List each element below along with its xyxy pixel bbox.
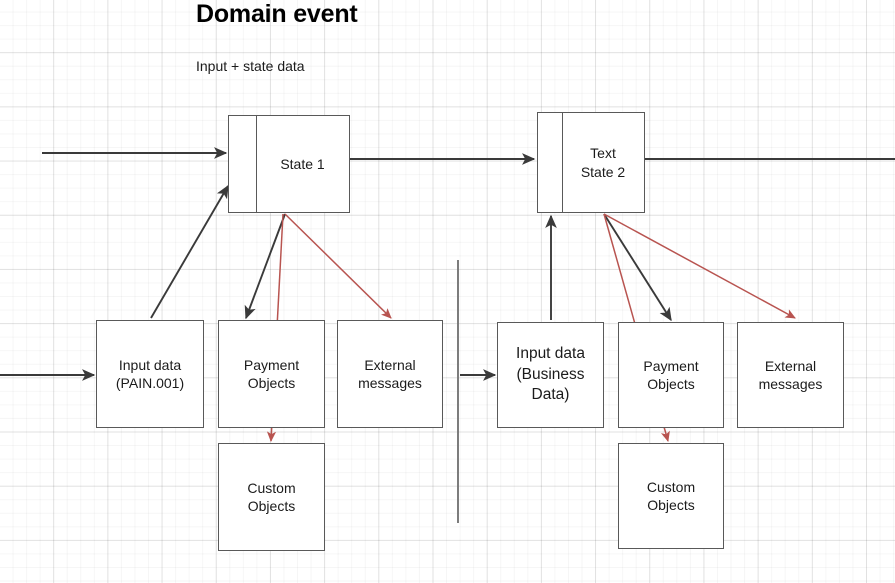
- subtitle-label: Input + state data: [196, 58, 305, 74]
- left-external-messages-label: External messages: [358, 356, 422, 391]
- left-external-messages-box[interactable]: External messages: [337, 320, 443, 428]
- left-payment-objects-box[interactable]: Payment Objects: [218, 320, 325, 428]
- right-custom-objects-box[interactable]: Custom Objects: [618, 443, 724, 549]
- left-custom-objects-label: Custom Objects: [247, 479, 296, 514]
- left-payment-objects-label: Payment Objects: [243, 356, 300, 391]
- page-title: Domain event: [196, 0, 358, 28]
- right-custom-objects-label: Custom Objects: [646, 478, 696, 513]
- state-1-box[interactable]: State 1: [228, 115, 350, 213]
- right-input-data-label: Input data (Business Data): [516, 345, 585, 404]
- left-input-data-label: Input data (PAIN.001): [115, 356, 185, 391]
- state-1-divider: [256, 116, 257, 212]
- right-input-data-box[interactable]: Input data (Business Data): [497, 322, 604, 428]
- right-external-messages-box[interactable]: External messages: [737, 322, 844, 428]
- state-2-divider: [562, 113, 563, 212]
- state-1-label: State 1: [280, 155, 325, 172]
- right-payment-objects-label: Payment Objects: [643, 357, 699, 392]
- left-input-data-box[interactable]: Input data (PAIN.001): [96, 320, 204, 428]
- state-2-box[interactable]: Text State 2: [537, 112, 645, 213]
- right-external-messages-label: External messages: [758, 357, 823, 392]
- left-custom-objects-box[interactable]: Custom Objects: [218, 443, 325, 551]
- state-2-label: Text State 2: [580, 145, 626, 180]
- right-payment-objects-box[interactable]: Payment Objects: [618, 322, 724, 428]
